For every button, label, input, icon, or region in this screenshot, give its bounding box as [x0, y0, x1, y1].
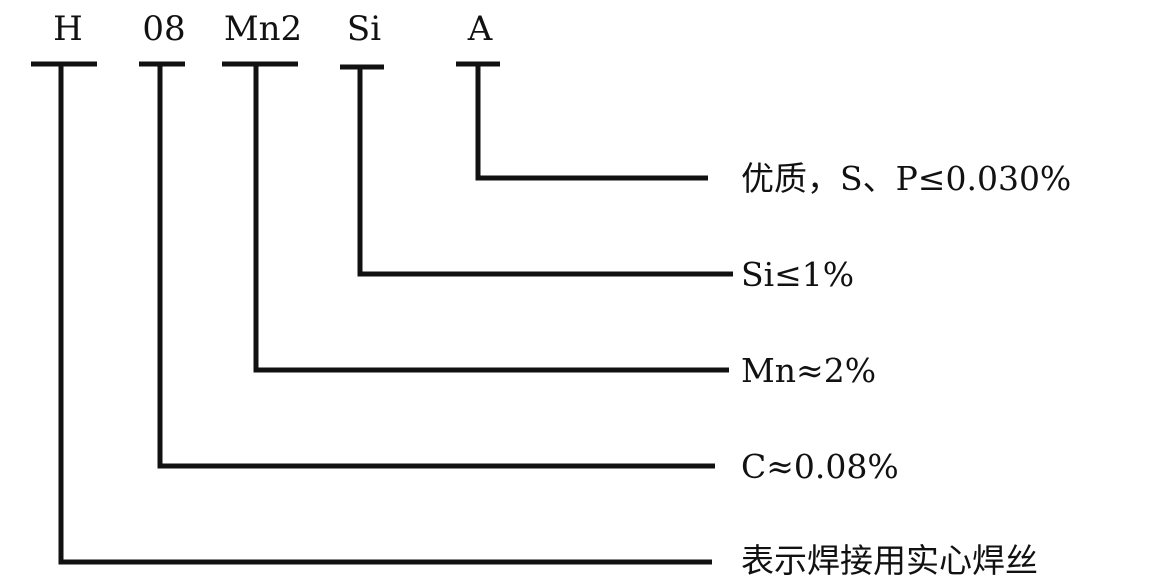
leader-H: [58, 64, 712, 565]
leader-Si: [357, 67, 733, 277]
code-Mn2: Mn2: [224, 9, 302, 49]
code-H: H: [53, 9, 83, 49]
leader-Mn2: [253, 64, 729, 373]
code-A: A: [467, 9, 493, 49]
leader-A: [475, 64, 708, 181]
desc-08: C≈0.08%: [741, 447, 899, 486]
desc-A: 优质，S、P≤0.030%: [741, 159, 1071, 198]
code-Si: Si: [347, 9, 381, 49]
desc-Mn2: Mn≈2%: [741, 351, 876, 390]
desc-Si: Si≤1%: [741, 255, 854, 294]
leader-08: [157, 64, 715, 469]
desc-H: 表示焊接用实心焊丝: [741, 541, 1038, 580]
code-08: 08: [142, 9, 185, 49]
